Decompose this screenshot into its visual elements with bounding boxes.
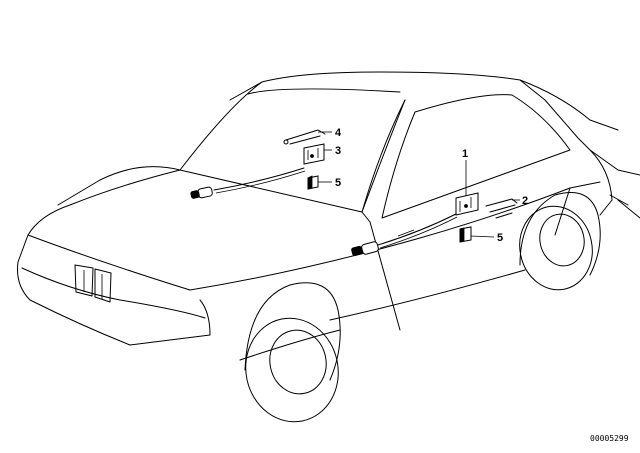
door-front-edge bbox=[362, 212, 400, 330]
rear-wheel bbox=[512, 193, 600, 297]
front-rim bbox=[264, 325, 332, 399]
callout-labels: 4 3 5 1 2 5 bbox=[335, 127, 528, 244]
roof-line bbox=[230, 72, 545, 100]
rear-wheel-arch bbox=[520, 193, 600, 276]
upper-cable bbox=[214, 168, 304, 190]
callout-2: 2 bbox=[522, 195, 528, 207]
callout-5-upper: 5 bbox=[335, 177, 341, 189]
rear-bumper bbox=[618, 200, 640, 218]
document-id: 00005299 bbox=[590, 434, 629, 443]
lock-plate-part-3 bbox=[304, 144, 324, 164]
front-wheel bbox=[236, 283, 348, 431]
hood-front bbox=[28, 170, 180, 235]
callout-1: 1 bbox=[462, 148, 468, 160]
callout-3: 3 bbox=[335, 145, 341, 157]
front-tire bbox=[236, 310, 348, 431]
rear-tire bbox=[512, 199, 600, 296]
trunk-edge bbox=[590, 150, 640, 175]
hood-edge bbox=[28, 235, 190, 290]
leader-lines bbox=[318, 132, 520, 237]
c-pillar bbox=[545, 100, 590, 150]
car-outline bbox=[18, 72, 640, 360]
hood-crease bbox=[58, 167, 180, 205]
lower-part-group bbox=[351, 193, 517, 256]
lower-cable bbox=[378, 214, 456, 245]
windshield-top bbox=[248, 89, 400, 94]
rear-roof-line bbox=[520, 80, 618, 130]
bumper-line bbox=[22, 268, 205, 318]
callout-5-lower: 5 bbox=[497, 232, 503, 244]
sill-line bbox=[330, 270, 525, 320]
beltline bbox=[190, 182, 600, 290]
clip-part-5-upper bbox=[308, 176, 318, 189]
lock-part-1 bbox=[456, 193, 478, 215]
clip-part-5-lower bbox=[460, 227, 471, 242]
callout-4: 4 bbox=[335, 127, 342, 139]
windshield bbox=[180, 82, 405, 212]
rear-quarter bbox=[590, 150, 612, 215]
upper-connector bbox=[190, 187, 212, 199]
headlight-edge bbox=[130, 300, 210, 345]
door-rear-edge bbox=[555, 188, 570, 235]
rear-trim bbox=[610, 195, 628, 205]
